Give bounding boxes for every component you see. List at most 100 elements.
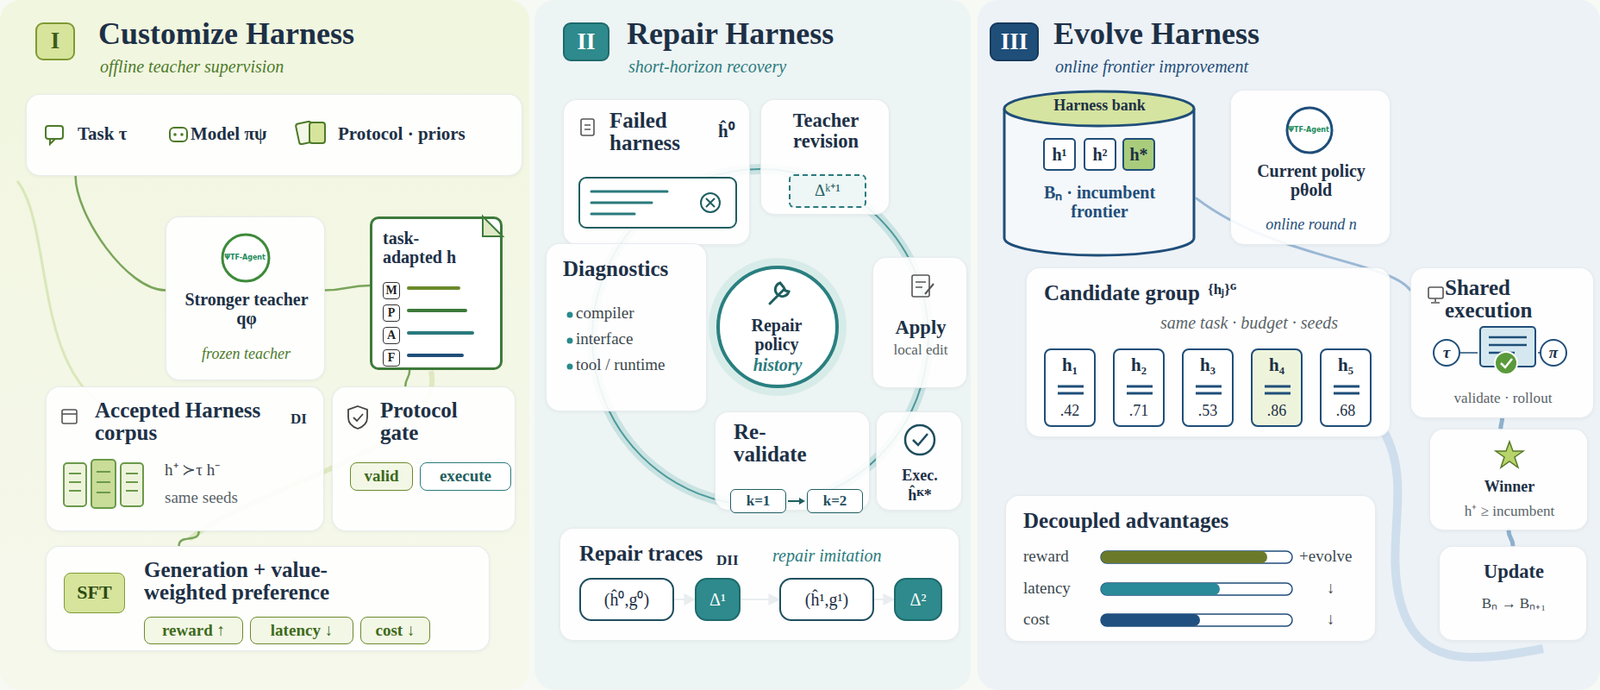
training-box: Generation + value-weighted preferenceSF… xyxy=(45,545,490,651)
node-text: Model πψ xyxy=(190,124,267,144)
letter-box: P xyxy=(382,304,400,322)
connector xyxy=(1508,530,1513,546)
node-text: same task · budget · seeds xyxy=(1160,312,1338,332)
node-text: Diagnostics xyxy=(562,257,669,281)
stage-panel: Repair Harness short-horizon recovery II Fa… xyxy=(530,0,975,690)
node-text: ĥ⁰ xyxy=(718,121,735,142)
exec-box: Exec.ĥᴷ* xyxy=(875,411,963,511)
step-chip: k=2 xyxy=(806,488,863,513)
node-text: frozen teacher xyxy=(166,345,326,363)
trace-chip: (ĥ⁰,g⁰) xyxy=(579,577,675,621)
node-text: online frontier improvement xyxy=(1055,56,1249,76)
harness-bank: Harness bankBₙ · incumbent frontierh¹h²h… xyxy=(1002,89,1197,257)
node-text: Shared execution xyxy=(1444,276,1575,323)
node-text: Δ¹ xyxy=(709,589,726,609)
logo-text: ΨTF-Agent xyxy=(1287,125,1330,134)
node-text: h² xyxy=(1092,144,1107,164)
node-text: Accepted Harness corpus xyxy=(94,399,272,445)
node-text: Winner xyxy=(1430,477,1589,495)
node-text: Customize Harness xyxy=(98,17,355,52)
node-text: Protocol gate xyxy=(380,399,501,445)
node-text: Teacher revision xyxy=(761,110,891,151)
node-text: h¹ xyxy=(1051,144,1067,164)
stage-panel: Customize Harnessoffline teacher supervi… xyxy=(0,0,531,690)
gate-chip: valid xyxy=(350,462,413,491)
node-text: compiler xyxy=(575,304,635,323)
connector xyxy=(179,531,200,546)
objective-chip: reward ↑ xyxy=(143,616,244,644)
advantages-box: Decoupled advantagesrewardlatencycost+ev… xyxy=(1005,494,1376,642)
node-text: DI xyxy=(290,411,307,427)
node-text: Repair Harness xyxy=(626,17,834,52)
node-text: Bₙ · incumbent frontier xyxy=(1025,182,1174,222)
node-text: Bₙ → Bₙ₊₁ xyxy=(1439,595,1588,613)
delta-chip: Δᵏ⁺¹ xyxy=(788,174,867,208)
node-text: Re-validate xyxy=(733,420,838,467)
node-text: Decoupled advantages xyxy=(1023,509,1229,532)
harness-chip: h* xyxy=(1122,137,1156,171)
gate-chip: execute xyxy=(419,462,512,491)
harness-chip: h² xyxy=(1083,137,1117,171)
node-text: .42 xyxy=(1060,402,1081,420)
node-text: online round n xyxy=(1231,216,1392,234)
objective-chip: latency ↓ xyxy=(250,616,354,644)
policy-circle: Repair policyhistory xyxy=(716,265,839,388)
node-text: SFT xyxy=(76,581,112,603)
node-text: valid xyxy=(363,467,399,486)
connector xyxy=(325,285,370,290)
winner-box: Winner h⁺ ≥ incumbent xyxy=(1429,428,1588,531)
diagnostics-box: Diagnosticscompilerinterfacetool / runti… xyxy=(545,243,707,412)
teacher-box: Stronger teacher qφ frozen teacher xyxy=(165,216,325,381)
apply-box: Applylocal edit xyxy=(872,256,968,388)
input-circle: τ xyxy=(1432,338,1461,367)
node-text: latency ↓ xyxy=(270,621,333,640)
step-chip: k=1 xyxy=(730,488,787,513)
node-text: Repair traces xyxy=(579,542,703,565)
stage-badge: II xyxy=(562,22,610,62)
objective-chip: cost ↓ xyxy=(360,616,431,644)
harness-chip: h¹ xyxy=(1043,137,1076,171)
node-text: (ĥ¹,g¹) xyxy=(805,589,849,609)
harness-document: task-adapted hMPAF xyxy=(369,216,503,370)
node-text: h₂ xyxy=(1131,355,1147,375)
connector xyxy=(1500,418,1503,429)
node-text: Failed harness xyxy=(609,109,705,156)
input-circle: π xyxy=(1539,338,1568,367)
node-text: Candidate group xyxy=(1043,281,1200,305)
node-text: Current policy pθold xyxy=(1250,161,1372,200)
box-icon xyxy=(1002,89,1197,257)
candidate-chip: h₅.68 xyxy=(1319,348,1372,427)
node-text: h* xyxy=(1129,144,1148,164)
node-text: repair imitation xyxy=(772,545,882,565)
node-text: h₅ xyxy=(1337,355,1354,375)
input-bar: Task τModel πψProtocol · priors xyxy=(25,93,523,176)
node-text: task-adapted h xyxy=(382,228,469,268)
node-text: cost ↓ xyxy=(375,621,416,640)
node-text: A xyxy=(387,328,396,342)
gate-box: Protocol gate valid execute xyxy=(331,386,516,532)
node-text: short-horizon recovery xyxy=(628,56,787,76)
node-text: h₄ xyxy=(1268,355,1285,375)
node-text: DII xyxy=(716,552,739,569)
node-text: Exec. xyxy=(876,466,963,484)
revision-box: Teacher revisionΔᵏ⁺¹ xyxy=(760,99,890,215)
node-text: II xyxy=(576,29,595,56)
stage-badge: III xyxy=(989,22,1039,62)
node-text: same seeds xyxy=(164,488,238,507)
node-text: (ĥ⁰,g⁰) xyxy=(604,589,650,609)
revalidate-box: Re-validate k=1 k=2 xyxy=(714,411,870,511)
node-text: Δᵏ⁺¹ xyxy=(814,181,841,200)
node-text: local edit xyxy=(873,342,969,359)
node-text: .71 xyxy=(1129,402,1150,420)
candidate-box: Candidate group{hⱼ}ᴳsame task · budget ·… xyxy=(1025,267,1391,438)
node-text: Stronger teacher qφ xyxy=(181,289,312,329)
node-text: h₃ xyxy=(1200,355,1216,375)
node-text: Update xyxy=(1439,561,1588,582)
trace-chip: (ĥ¹,g¹) xyxy=(779,577,875,621)
node-text: ↓ xyxy=(1326,610,1336,629)
node-text: h⁺ ≥ incumbent xyxy=(1430,503,1589,520)
node-text: Protocol · priors xyxy=(337,124,466,144)
node-text: Δ² xyxy=(910,589,927,609)
node-text: execute xyxy=(439,467,492,486)
